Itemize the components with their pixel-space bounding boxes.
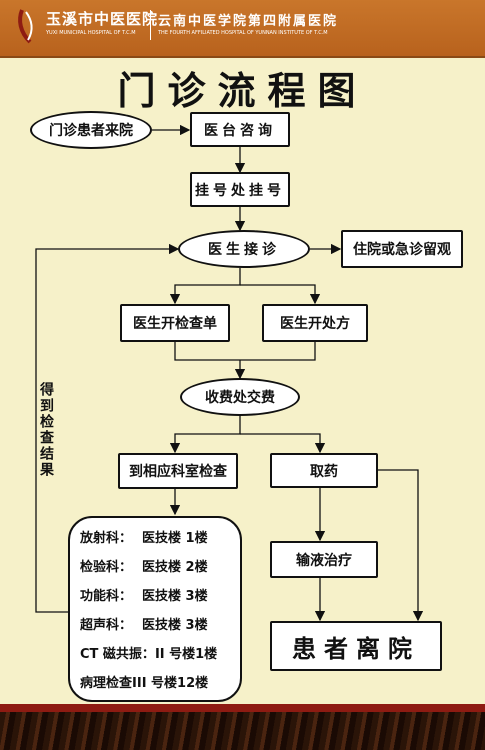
department-name: 功能科： <box>80 589 133 604</box>
department-row: 检验科： 医技楼 2楼 <box>80 553 234 582</box>
hospitalization-node: 住院或急诊留观 <box>341 230 463 268</box>
patient-leave-node: 患者离院 <box>270 621 442 671</box>
department-location: 医技楼 3楼 <box>142 589 208 604</box>
infusion-node: 输液治疗 <box>270 541 378 578</box>
header-banner: 玉溪市中医医院 YUXI MUNICIPAL HOSPITAL OF T.C.M… <box>0 0 485 58</box>
department-row: 功能科： 医技楼 3楼 <box>80 582 234 611</box>
department-location: 医技楼 3楼 <box>142 618 208 633</box>
department-name: 放射科： <box>80 531 133 546</box>
page-title: 门诊流程图 <box>117 69 368 113</box>
hospital-logo-icon <box>18 9 33 44</box>
department-name: CT 磁共振： <box>80 647 155 662</box>
hospital-name: 玉溪市中医医院 <box>46 10 159 28</box>
patient-arrival-node: 门诊患者来院 <box>30 111 152 149</box>
affiliation-name-en: THE FOURTH AFFILIATED HOSPITAL OF YUNNAN… <box>158 30 328 36</box>
department-name: 检验科： <box>80 560 133 575</box>
department-row: 放射科： 医技楼 1楼 <box>80 524 234 553</box>
department-row: 超声科： 医技楼 3楼 <box>80 611 234 640</box>
department-name: 超声科： <box>80 618 133 633</box>
exam-order-node: 医生开检查单 <box>120 304 230 342</box>
department-name: 病理检查 <box>80 676 133 691</box>
department-row: CT 磁共振：II 号楼1楼 <box>80 640 234 669</box>
department-location: III 号楼12楼 <box>132 676 209 691</box>
dept-exam-node: 到相应科室检查 <box>118 453 238 489</box>
loop-label: 得到检查结果 <box>38 382 56 478</box>
department-location: 医技楼 1楼 <box>142 531 208 546</box>
header-divider <box>150 10 151 40</box>
hospital-name-en: YUXI MUNICIPAL HOSPITAL OF T.C.M <box>46 30 136 36</box>
department-location: 医技楼 2楼 <box>142 560 208 575</box>
department-row: 病理检查III 号楼12楼 <box>80 669 234 698</box>
payment-node: 收费处交费 <box>180 378 300 416</box>
registration-node: 挂号处挂号 <box>190 172 290 207</box>
department-locations: 放射科： 医技楼 1楼 检验科： 医技楼 2楼 功能科： 医技楼 3楼 超声科： 医技楼… <box>68 516 242 702</box>
footer-wood-band <box>0 704 485 750</box>
prescription-node: 医生开处方 <box>262 304 368 342</box>
get-medicine-node: 取药 <box>270 453 378 488</box>
department-location: II 号楼1楼 <box>154 647 218 662</box>
doctor-consult-node: 医生接诊 <box>178 230 310 268</box>
consultation-desk-node: 医台咨询 <box>190 112 290 147</box>
affiliation-name: 云南中医学院第四附属医院 <box>158 14 339 29</box>
